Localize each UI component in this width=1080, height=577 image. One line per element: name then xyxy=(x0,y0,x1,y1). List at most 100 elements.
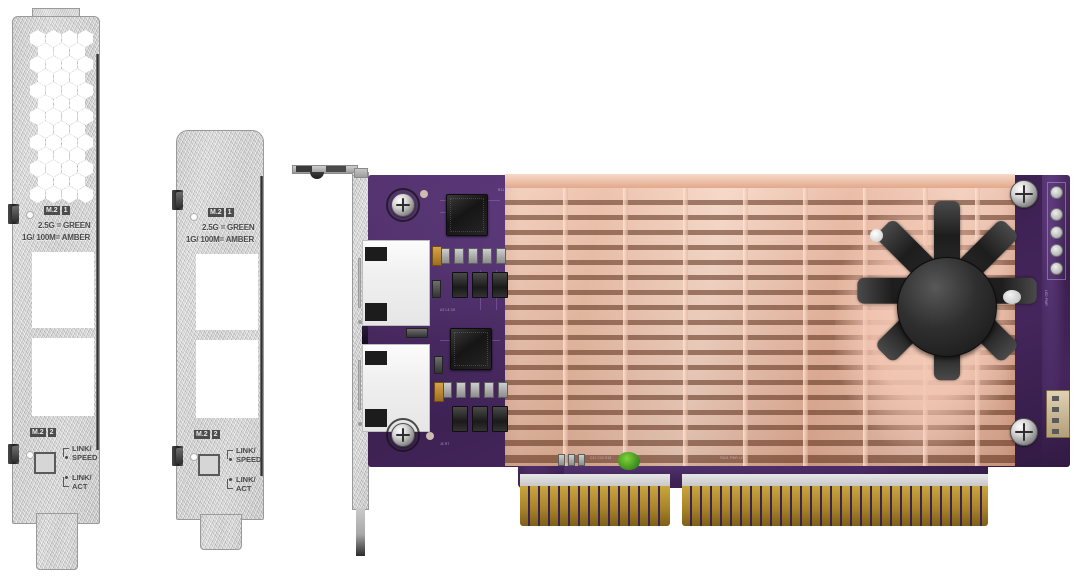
heatsink-groove-7 xyxy=(505,290,1015,295)
finger-gap xyxy=(618,486,620,526)
card-bracket-slot-2 xyxy=(358,360,361,410)
inductor-5 xyxy=(472,406,488,432)
bracket1-legend-2: LINK/ ACT xyxy=(72,473,92,491)
card-bracket-hole-2 xyxy=(358,422,362,426)
fan-header-pin-4 xyxy=(1052,429,1059,434)
bracket2-legend-bracket-top xyxy=(227,450,233,459)
bracket1-tab-lower-cap xyxy=(12,446,19,462)
right-edge-pad-1 xyxy=(1050,186,1063,199)
finger-gap xyxy=(700,486,702,526)
heatsink-groove-15 xyxy=(505,410,1015,415)
inductor-2 xyxy=(472,272,488,298)
bracket1-m2-top-number: 1 xyxy=(61,206,70,215)
finger-gap xyxy=(648,486,650,526)
finger-gap xyxy=(960,486,962,526)
led-cluster xyxy=(406,328,428,338)
right-edge-pad-outline xyxy=(1047,182,1066,280)
finger-gap xyxy=(770,486,772,526)
bracket2-legend-1: LINK/ SPEED xyxy=(236,446,261,464)
finger-gap xyxy=(930,486,932,526)
bracket2-tab-upper-cap xyxy=(176,192,183,208)
finger-gap xyxy=(810,486,812,526)
bracket1-m2-top-prefix: M.2 xyxy=(44,206,60,215)
bracket2-m2-top-number: 1 xyxy=(225,208,234,217)
mounting-screw-top-left xyxy=(391,193,415,217)
bracket2-legend-2-line-2: ACT xyxy=(236,483,252,493)
heatsink-column-2 xyxy=(623,174,628,466)
bracket2-m2-badge-bottom: M.2 2 xyxy=(194,430,220,439)
bracket1-port-cutout-1 xyxy=(32,252,94,328)
heatsink-groove-6 xyxy=(505,275,1015,280)
finger-gap xyxy=(558,486,560,526)
edge-connector-silk-strip-2 xyxy=(682,474,988,486)
bracket2-speed-line-1: 2.5G = GREEN xyxy=(202,223,255,232)
fan-screw-highlight-2 xyxy=(1003,290,1021,304)
smd-array-10 xyxy=(498,382,508,398)
bracket2-foot xyxy=(200,514,242,550)
bracket2-port-cutout-2 xyxy=(196,340,258,418)
silk-ref-5: FAN1 PWR LED xyxy=(720,456,746,460)
screw-ring-bottom-left xyxy=(386,418,420,452)
smd-array-7 xyxy=(456,382,466,398)
finger-gap xyxy=(970,486,972,526)
edge-connector-silk-strip xyxy=(520,474,670,486)
pcie-expansion-card: R11 C22 U2 L3 C9 J4 R7 C31 C32 R18 FAN1 … xyxy=(290,160,1070,560)
inductor-6 xyxy=(492,406,508,432)
finger-gap xyxy=(780,486,782,526)
finger-gap xyxy=(980,486,982,526)
heatsink-groove-1 xyxy=(505,200,1015,205)
heatsink-column-5 xyxy=(803,174,808,466)
finger-gap xyxy=(870,486,872,526)
low-profile-bracket: M.2 1 2.5G = GREEN 1G/ 100M= AMBER M.2 2… xyxy=(172,130,268,550)
smd-array-3 xyxy=(468,248,478,264)
bracket1-led-hole-bottom xyxy=(26,451,34,459)
rj45-port-2-key-bottom xyxy=(365,409,387,427)
heatsink-groove-3 xyxy=(505,230,1015,235)
card-bracket-top-notch xyxy=(310,172,324,179)
bracket2-led-hole-top xyxy=(190,213,198,221)
finger-gap xyxy=(790,486,792,526)
bracket1-m2-bottom-number: 2 xyxy=(47,428,56,437)
right-edge-silk: LED PWR xyxy=(1044,290,1048,306)
bracket1-square-hole xyxy=(34,452,56,474)
full-height-bracket: M.2 1 2.5G = GREEN 1G/ 100M= AMBER M.2 2… xyxy=(8,8,104,570)
bracket2-speed-line-2: 1G/ 100M= AMBER xyxy=(186,235,255,244)
finger-gap xyxy=(840,486,842,526)
card-bracket-top-tab-dark xyxy=(296,166,312,172)
heatsink-column-3 xyxy=(683,174,688,466)
bracket1-honeycomb-vent xyxy=(30,30,93,203)
bracket1-legend-2-line-2: ACT xyxy=(72,481,88,491)
rj45-port-1[interactable] xyxy=(362,240,430,326)
bracket2-edge-rail xyxy=(260,176,263,476)
right-edge-pad-2 xyxy=(1050,208,1063,221)
card-bracket-slot-1 xyxy=(358,258,361,308)
screw-ring-top-left xyxy=(386,188,420,222)
pcie-gold-fingers-main xyxy=(682,486,988,526)
bracket1-tab-upper-cap xyxy=(12,206,19,222)
via-2 xyxy=(426,432,434,440)
bracket2-led-hole-bottom xyxy=(190,453,198,461)
ethernet-controller-chip-2 xyxy=(450,328,492,370)
finger-gap xyxy=(820,486,822,526)
bracket1-edge-rail xyxy=(96,54,99,450)
rj45-port-2-key-top xyxy=(365,351,387,365)
silk-ref-2: U2 L3 C9 xyxy=(440,308,456,312)
card-bracket-hole-1 xyxy=(358,320,362,324)
finger-gap xyxy=(890,486,892,526)
edge-smd-2 xyxy=(568,454,575,466)
pcie-gold-fingers-x1 xyxy=(520,486,670,526)
finger-gap xyxy=(690,486,692,526)
bracket2-m2-bottom-number: 2 xyxy=(211,430,220,439)
finger-gap xyxy=(608,486,610,526)
smd-misc-1 xyxy=(432,280,441,298)
bracket1-legend-dot-2 xyxy=(65,476,68,479)
bracket2-legend-2-line-1: LINK/ xyxy=(236,475,256,484)
heatsink-column-4 xyxy=(743,174,748,466)
smd-array-4 xyxy=(482,248,492,264)
transformer-2 xyxy=(434,382,444,402)
heatsink-groove-13 xyxy=(505,380,1015,385)
rj45-port-2[interactable] xyxy=(362,344,430,432)
heatsink-column-1 xyxy=(563,174,568,466)
heatsink-groove-2 xyxy=(505,215,1015,220)
smd-misc-2 xyxy=(434,356,443,374)
